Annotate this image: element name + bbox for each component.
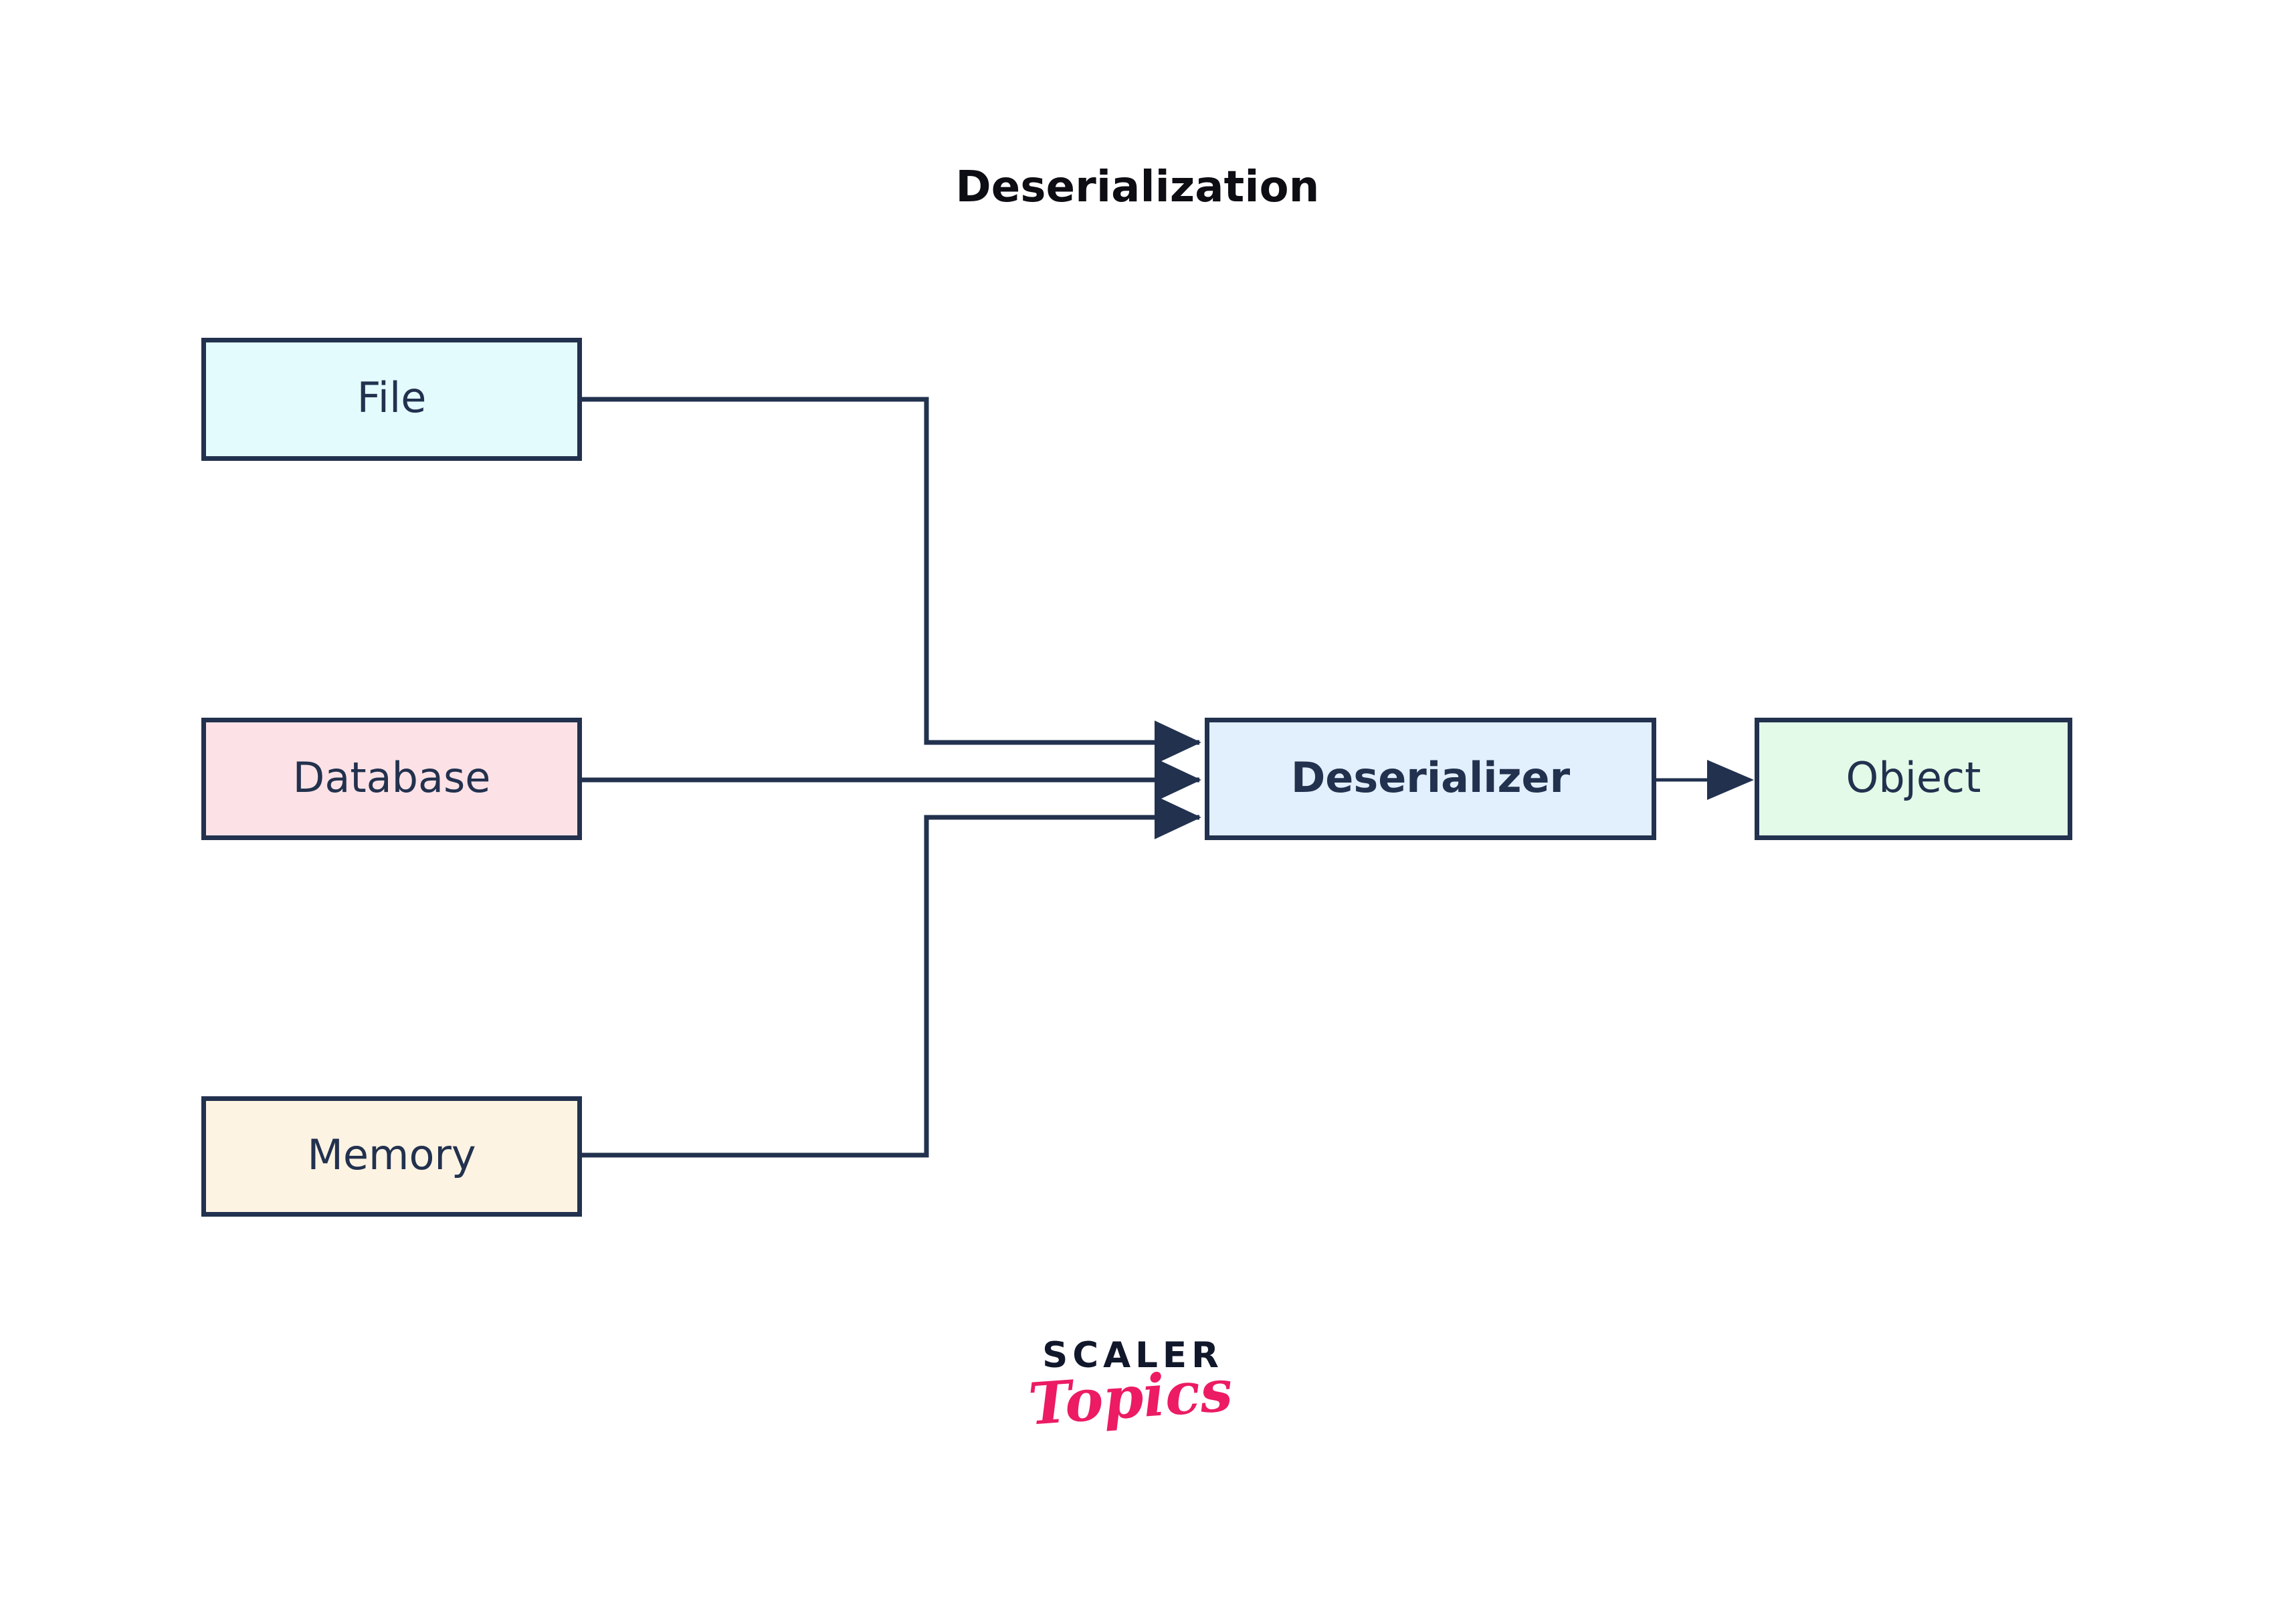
node-object[interactable]: Object: [1755, 718, 2072, 840]
node-memory[interactable]: Memory: [201, 1096, 582, 1217]
node-deserializer[interactable]: Deserializer: [1205, 718, 1656, 840]
page-title: Deserialization: [955, 163, 1320, 212]
node-file-label: File: [357, 373, 427, 422]
node-deserializer-label: Deserializer: [1290, 752, 1571, 802]
node-object-label: Object: [1846, 752, 1981, 802]
logo-topics-wordmark: Topics: [1026, 1356, 1235, 1439]
edge-memory-to-deserializer: [582, 795, 1201, 1158]
node-database-label: Database: [292, 752, 491, 802]
node-database[interactable]: Database: [201, 718, 582, 840]
logo-scaler-wordmark: SCALER: [1042, 1335, 1223, 1376]
scaler-topics-logo: SCALER Topics: [990, 1335, 1271, 1439]
node-file[interactable]: File: [201, 338, 582, 461]
node-memory-label: Memory: [307, 1130, 476, 1179]
edge-file-to-deserializer: [582, 397, 1201, 765]
